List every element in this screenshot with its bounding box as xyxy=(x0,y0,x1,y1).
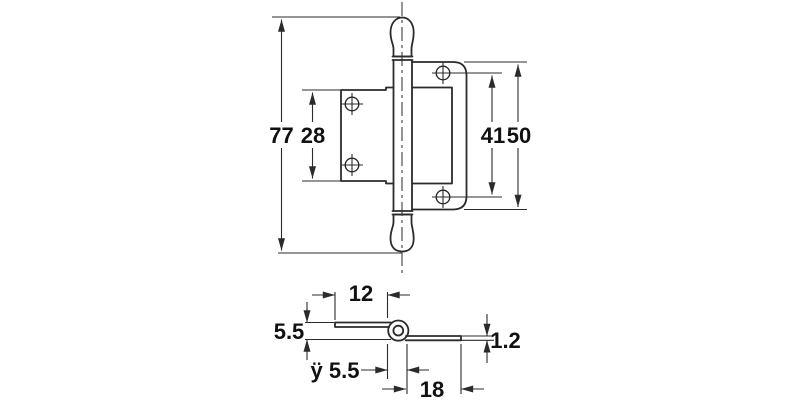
screw-hole-crosshair xyxy=(341,93,363,115)
screw-hole xyxy=(341,154,363,176)
dimension-hole-spacing: 41 xyxy=(450,72,505,198)
hinge-knuckle xyxy=(389,16,415,253)
hinge-cross-section xyxy=(334,319,462,342)
frame-leaf-outline xyxy=(411,61,468,211)
dimension-frame-leaf-length: 18 xyxy=(382,344,484,400)
screw-hole xyxy=(432,186,454,208)
dimension-label: ÿ 5.5 xyxy=(311,358,360,383)
dimension-label: 77 xyxy=(269,123,293,148)
dimension-label: 41 xyxy=(481,123,505,148)
hinge-pin xyxy=(392,324,405,337)
dimension-label: 1.2 xyxy=(490,328,521,353)
frame-leaf-section xyxy=(404,335,462,342)
dimension-label: 18 xyxy=(420,377,444,400)
dimension-total-height: 77 xyxy=(269,16,402,254)
screw-hole-crosshair xyxy=(341,154,363,176)
dimension-leaf-offset: 5.5 xyxy=(274,302,391,360)
dimension-door-leaf-length: 12 xyxy=(312,281,410,320)
door-leaf-section xyxy=(334,321,392,328)
frame-leaf-cutout xyxy=(411,86,453,185)
front-view: 77 28 41 50 xyxy=(269,2,531,276)
dimension-label: 5.5 xyxy=(274,319,305,344)
dimension-label: 50 xyxy=(507,123,531,148)
screw-hole xyxy=(341,93,363,115)
bottom-finial xyxy=(389,213,415,253)
dimension-label: 28 xyxy=(301,123,325,148)
door-leaf-outline xyxy=(340,86,395,185)
dimension-door-leaf-height: 28 xyxy=(301,89,341,182)
top-finial xyxy=(389,16,415,58)
knuckle-curl xyxy=(387,319,410,342)
frame-leaf xyxy=(411,61,468,211)
dimension-knuckle-diameter: ÿ 5.5 xyxy=(311,344,429,394)
dimension-label: 12 xyxy=(349,281,373,306)
dimension-frame-leaf-height: 50 xyxy=(464,61,531,211)
section-view: 12 5.5 ÿ 5.5 18 xyxy=(274,281,521,400)
door-leaf xyxy=(340,86,395,185)
dimension-material-thickness: 1.2 xyxy=(461,314,521,363)
